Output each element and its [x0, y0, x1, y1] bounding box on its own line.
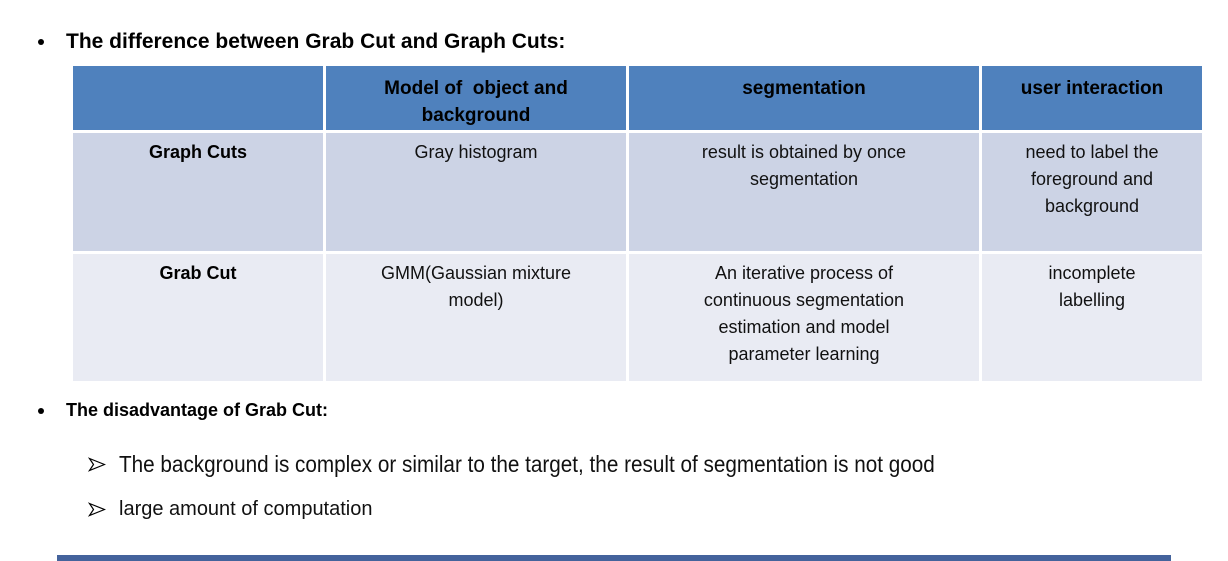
bullet-title-disadvantage: The disadvantage of Grab Cut:	[66, 400, 329, 420]
table-cell-graphcuts-user-interaction: need to label the foreground and backgro…	[982, 133, 1202, 251]
table-row-label-grab-cut: Grab Cut	[73, 254, 323, 381]
table-header-empty	[73, 66, 323, 130]
sub-bullet-text: The background is complex or similar to …	[119, 451, 935, 477]
table-cell-grabcut-segmentation: An iterative process of continuous segme…	[629, 254, 979, 381]
table-header-segmentation: segmentation	[629, 66, 979, 130]
bullet-dot-icon	[38, 39, 44, 45]
table-cell-grabcut-model: GMM(Gaussian mixture model)	[326, 254, 626, 381]
table-header-user-interaction: user interaction	[982, 66, 1202, 130]
table-cell-grabcut-user-interaction: incomplete labelling	[982, 254, 1202, 381]
comparison-table: Model of object and background segmentat…	[73, 66, 1202, 381]
bullet-item-disadvantage: The disadvantage of Grab Cut:	[38, 399, 328, 421]
slide-footer-accent-bar	[57, 555, 1171, 561]
table-header-model: Model of object and background	[326, 66, 626, 130]
table-cell-graphcuts-segmentation: result is obtained by once segmentation	[629, 133, 979, 251]
bullet-item-difference: The difference between Grab Cut and Grap…	[38, 30, 565, 54]
bullet-title-difference: The difference between Grab Cut and Grap…	[66, 30, 566, 53]
bullet-dot-icon	[38, 408, 44, 414]
arrow-bullet-icon	[88, 502, 106, 517]
sub-bullet-background-complex: The background is complex or similar to …	[88, 451, 1025, 478]
arrow-bullet-icon	[88, 457, 106, 472]
table-cell-graphcuts-model: Gray histogram	[326, 133, 626, 251]
sub-bullet-text: large amount of computation	[119, 498, 373, 520]
sub-bullet-computation: large amount of computation	[88, 498, 373, 521]
table-row-label-graph-cuts: Graph Cuts	[73, 133, 323, 251]
